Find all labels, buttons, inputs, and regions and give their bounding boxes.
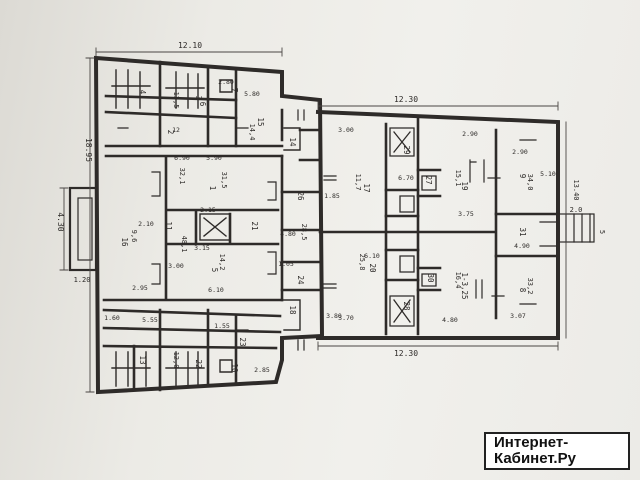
room-number: 17 bbox=[362, 183, 371, 192]
watermark-line1: Интернет- bbox=[494, 434, 569, 451]
room-area: 14,2 bbox=[218, 254, 226, 271]
dimension-porch-width: 4.30 bbox=[56, 212, 65, 231]
dimension-label: 3.15 bbox=[194, 244, 210, 252]
room-area: 25,8 bbox=[358, 254, 366, 271]
left-wing-small-rooms bbox=[111, 69, 301, 387]
room-number: 13 bbox=[138, 355, 147, 364]
room-number: 26 bbox=[296, 191, 305, 201]
room-area: 11,7 bbox=[354, 174, 362, 191]
dimension-label: 2.80 bbox=[218, 78, 234, 86]
dimension-label: 2.90 bbox=[512, 148, 528, 156]
room-number: 20 bbox=[368, 263, 377, 273]
room-number: 5 bbox=[210, 268, 219, 273]
room-number: 19 bbox=[460, 181, 469, 190]
room-area: 9,6 bbox=[130, 230, 138, 243]
dimension-label: 2.15 bbox=[200, 206, 216, 214]
room-area: 13,5 bbox=[172, 92, 180, 109]
room-number: 2 bbox=[166, 130, 175, 135]
dimension-label: 3.80 bbox=[326, 312, 342, 320]
room-number: 31 bbox=[518, 227, 527, 236]
room-number: 15 bbox=[256, 117, 265, 126]
room-area: 16,4 bbox=[454, 272, 462, 289]
porch bbox=[68, 186, 98, 272]
dimension-label: 4.80 bbox=[280, 230, 296, 238]
right-wing-interior bbox=[318, 114, 558, 336]
dimension-lines bbox=[59, 47, 567, 393]
dimension-label: 5.90 bbox=[206, 154, 222, 162]
dimension-entrance: 2.0 bbox=[570, 206, 583, 214]
room-number: 28 bbox=[402, 301, 411, 311]
right-wing-fixtures bbox=[389, 127, 437, 327]
entrance-marker: 5 bbox=[598, 230, 606, 234]
dimension-label: 4.90 bbox=[514, 242, 530, 250]
room-number: 8 bbox=[518, 288, 527, 293]
room-number: 21 bbox=[250, 221, 259, 230]
room-number: 3 bbox=[194, 96, 203, 101]
room-area: 15,1 bbox=[454, 170, 462, 187]
room-number: 11 bbox=[164, 221, 173, 230]
site-watermark: Интернет- Кабинет.Ру bbox=[484, 432, 630, 470]
room-number: 29 bbox=[402, 145, 411, 154]
dimension-label: 3.07 bbox=[510, 312, 526, 320]
dimension-top-right: 12.30 bbox=[394, 95, 418, 104]
dimension-top-left: 12.10 bbox=[178, 41, 202, 50]
room-number: 16 bbox=[120, 237, 129, 247]
room-number: 10 bbox=[230, 363, 239, 373]
left-wing-interior bbox=[102, 60, 322, 392]
room-number: 22 bbox=[194, 359, 203, 368]
dimension-label: 3.70 bbox=[338, 314, 354, 322]
room-number: 9 bbox=[518, 174, 527, 179]
room-number: 30 bbox=[426, 273, 435, 283]
dimension-label: 1.85 bbox=[324, 192, 340, 200]
room-number: 1 bbox=[208, 186, 217, 191]
room-number: 18 bbox=[288, 305, 297, 315]
dimension-label: 12 bbox=[172, 126, 180, 134]
dimension-left-height: 18.95 bbox=[84, 138, 93, 162]
dimension-bottom-right: 12.30 bbox=[394, 349, 418, 358]
dimension-label: 2.95 bbox=[132, 284, 148, 292]
room-number: 6 bbox=[198, 102, 207, 107]
dimension-label: 1.55 bbox=[214, 322, 230, 330]
dimension-label: 3.00 bbox=[168, 262, 184, 270]
dimension-label: 2.10 bbox=[138, 220, 154, 228]
dimension-label: 2.90 bbox=[462, 130, 478, 138]
room-number: 4 bbox=[138, 90, 147, 95]
dimension-label: 6.70 bbox=[398, 174, 414, 182]
openings bbox=[117, 109, 557, 351]
plan-annotations: 12.1012.3012.3018.954.301.2013.402.055.8… bbox=[56, 41, 606, 374]
dimension-label: 5.10 bbox=[540, 170, 556, 178]
room-number: 7 bbox=[230, 88, 239, 93]
dimension-label: 4.80 bbox=[442, 316, 458, 324]
dimension-label: 3.75 bbox=[458, 210, 474, 218]
room-area: 14,4 bbox=[248, 124, 256, 141]
room-area: 48,1 bbox=[180, 236, 188, 253]
dimension-label: 2.85 bbox=[254, 366, 270, 374]
room-area: 33,2 bbox=[526, 278, 534, 295]
dimension-label: 5.55 bbox=[142, 316, 158, 324]
room-number: 24 bbox=[296, 275, 305, 285]
entrance-stairs bbox=[557, 213, 595, 243]
dimension-right-height: 13.40 bbox=[572, 179, 580, 200]
dimension-label: 1.60 bbox=[104, 314, 120, 322]
room-area: 12,0 bbox=[172, 352, 180, 369]
dimension-label: 6.10 bbox=[364, 252, 380, 260]
room-area: 28,5 bbox=[300, 224, 308, 241]
room-area: 32,1 bbox=[178, 168, 186, 185]
dimension-label: 6.10 bbox=[208, 286, 224, 294]
dimension-label: 6.90 bbox=[174, 154, 190, 162]
room-number: 14 bbox=[288, 137, 297, 147]
dimension-label: 1.05 bbox=[278, 260, 294, 268]
room-number: 1-3,25 bbox=[460, 272, 469, 299]
room-number: 27 bbox=[424, 175, 433, 184]
dimension-porch-depth: 1.20 bbox=[74, 276, 91, 284]
left-wing-walls bbox=[93, 55, 325, 395]
room-area: 34,0 bbox=[526, 174, 534, 191]
room-area: 31,5 bbox=[220, 172, 228, 189]
dimension-label: 3.00 bbox=[338, 126, 354, 134]
room-number: 23 bbox=[238, 337, 247, 346]
dimension-label: 5.80 bbox=[244, 90, 260, 98]
watermark-line2: Кабинет.Ру bbox=[494, 450, 576, 467]
